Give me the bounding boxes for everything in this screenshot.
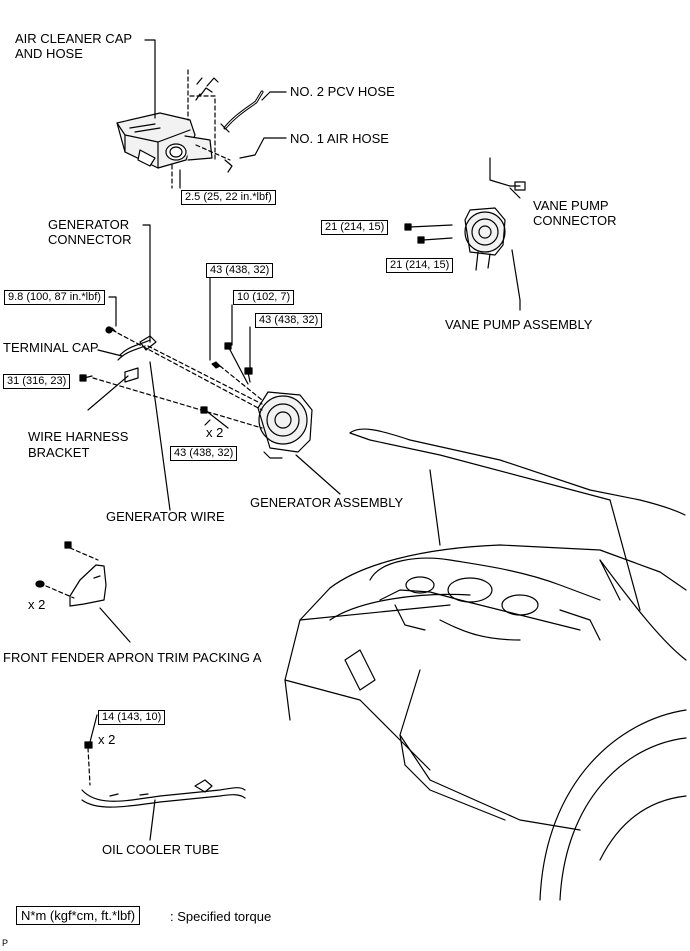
torque-generator-stud: 10 (102, 7) [233,290,295,305]
legend-torque-box: N*m (kgf*cm, ft.*lbf) [16,906,141,925]
vane-pump-drawing [404,157,526,271]
torque-oil-cooler: 14 (143, 10) [98,710,166,725]
oil-cooler-tube-label: OIL COOLER TUBE [102,842,220,857]
vane-pump-connector-label: VANE PUMP [533,198,609,213]
terminal-cap-label: TERMINAL CAP [3,340,99,355]
front-fender-apron-label: FRONT FENDER APRON TRIM PACKING A [3,650,262,665]
pcv-hose-label: NO. 2 PCV HOSE [290,84,395,99]
torque-bracket-bolt: 31 (316, 23) [3,374,71,389]
generator-connector-label-line2: CONNECTOR [48,232,132,247]
torque-generator-bolt-bottom: 43 (438, 32) [170,446,238,461]
air-cleaner-dashed-guides [171,69,231,189]
wire-harness-bracket-label: WIRE HARNESS [28,429,129,444]
generator-dashed-guides [92,329,263,429]
torque-generator-bolt-mid: 43 (438, 32) [255,313,323,328]
torque-vane-pump-upper: 21 (214, 15) [321,220,389,235]
generator-wire-label: GENERATOR WIRE [106,509,225,524]
pcv-hose-drawing [220,90,264,133]
wire-harness-bracket-label-line2: BRACKET [28,445,90,460]
air-hose-label: NO. 1 AIR HOSE [290,131,389,146]
generator-assembly-label: GENERATOR ASSEMBLY [250,495,404,510]
generator-connector-label: GENERATOR [48,217,130,232]
air-cleaner-cap-label-line2: AND HOSE [15,46,83,61]
vane-pump-assembly-label: VANE PUMP ASSEMBLY [445,317,593,332]
vehicle-drawing [284,428,687,901]
fender-clips-multiplier: x 2 [28,597,46,612]
oil-cooler-bolts-multiplier: x 2 [98,732,116,747]
oil-cooler-tube-drawing [81,741,246,808]
torque-generator-bolt-top: 43 (438, 32) [206,263,274,278]
illustration-code: P [2,938,9,948]
torque-air-cleaner: 2.5 (25, 22 in.*lbf) [181,190,276,205]
fender-apron-drawing [35,541,107,607]
vane-pump-connector-label-line2: CONNECTOR [533,213,617,228]
torque-vane-pump-lower: 21 (214, 15) [386,258,454,273]
generator-bolts-multiplier: x 2 [206,425,224,440]
air-cleaner-cap-drawing [116,77,233,173]
legend-torque-text: : Specified torque [170,909,272,924]
torque-terminal-nut: 9.8 (100, 87 in.*lbf) [4,290,105,305]
air-cleaner-cap-label: AIR CLEANER CAP [15,31,133,46]
